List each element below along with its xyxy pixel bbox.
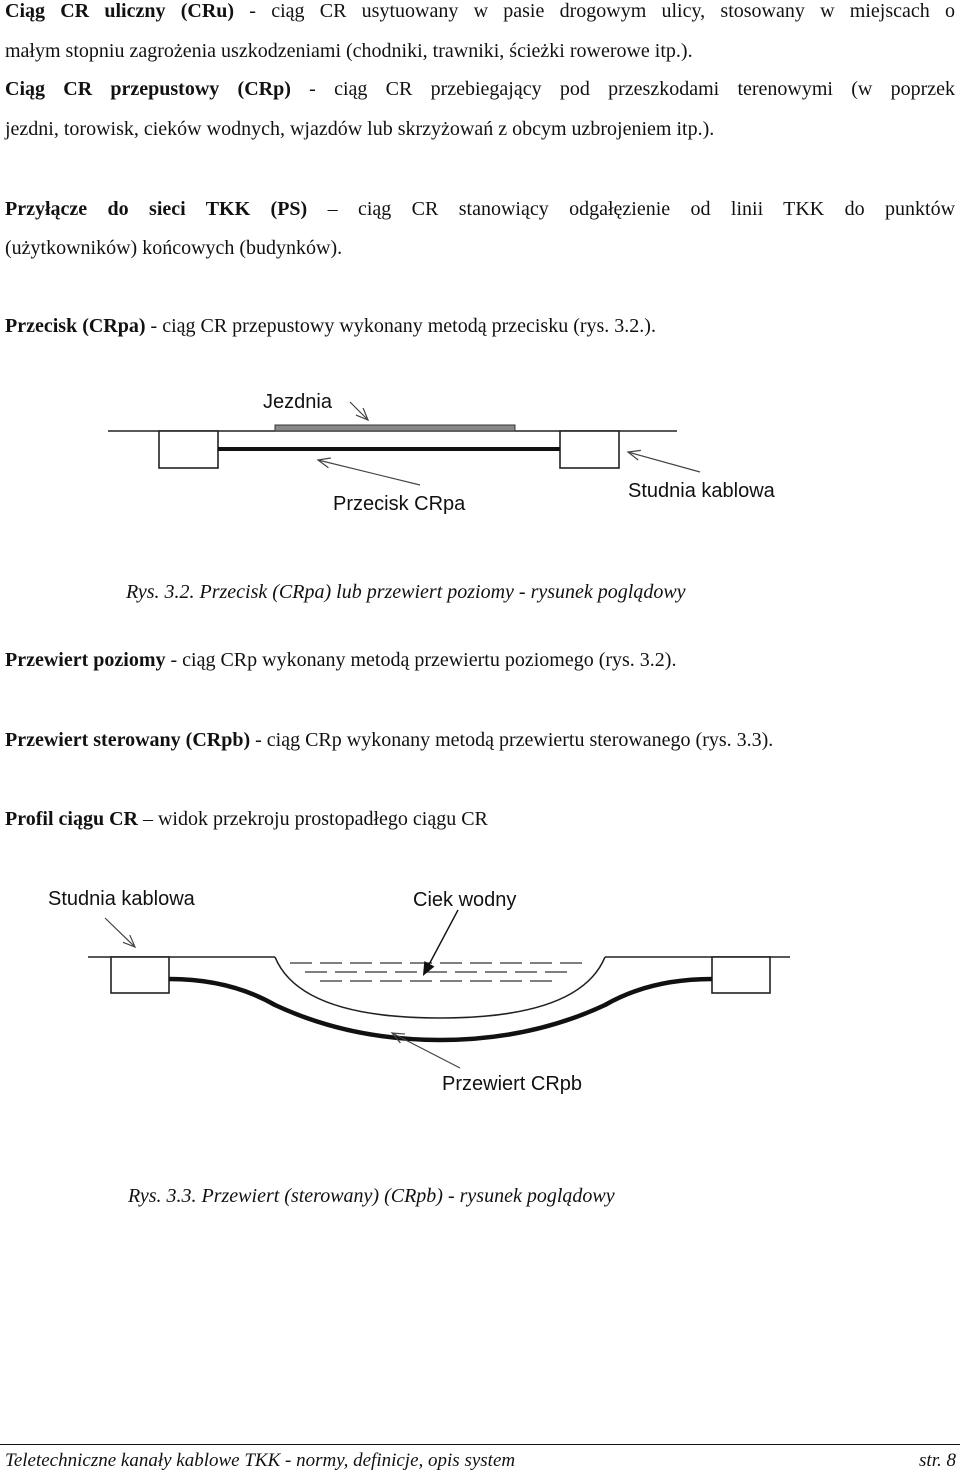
definition-przewiert-poziomy-text: - ciąg CRp wykonany metodą przewiertu po… — [165, 649, 677, 671]
water-surface — [290, 962, 582, 982]
arrow-well-2 — [104, 917, 137, 949]
cable-well-left — [158, 430, 219, 469]
term-cru: Ciąg CR uliczny (CRu) — [5, 0, 235, 22]
definition-ps: Przyłącze do sieci TKK (PS) – ciąg CR st… — [5, 190, 955, 229]
definition-profil-text: – widok przekroju prostopadłego ciągu CR — [137, 808, 488, 830]
definition-cru-text: - ciąg CR usytuowany w pasie drogowym ul… — [234, 0, 955, 22]
cable-well-left-2 — [110, 956, 170, 994]
figure-caption-3-3: Rys. 3.3. Przewiert (sterowany) (CRpb) -… — [128, 1185, 615, 1207]
cable-well-right-2 — [711, 956, 771, 994]
arrow-pipe — [316, 457, 421, 486]
definition-crp-text: - ciąg CR przebiegający pod przeszkodami… — [290, 78, 956, 100]
arrow-stream — [424, 909, 459, 974]
definition-cru: Ciąg CR uliczny (CRu) - ciąg CR usytuowa… — [5, 0, 955, 31]
definition-crpb: Przewiert sterowany (CRpb) - ciąg CRp wy… — [5, 721, 955, 760]
arrow-well — [626, 449, 701, 473]
term-ps: Przyłącze do sieci TKK (PS) — [5, 198, 308, 220]
definition-crpa-text: - ciąg CR przepustowy wykonany metodą pr… — [145, 315, 656, 337]
bore-crpb — [168, 976, 713, 1043]
label-studnia-kablowa-1: Studnia kablowa — [628, 480, 775, 502]
label-przewiert-crpb: Przewiert CRpb — [442, 1073, 583, 1095]
definition-crp-line2: jezdni, torowisk, cieków wodnych, wjazdó… — [5, 118, 715, 140]
term-profil: Profil ciągu CR — [5, 808, 138, 830]
definition-ps-text: – ciąg CR stanowiący odgałęzienie od lin… — [307, 198, 956, 220]
definition-cru-line2: małym stopniu zagrożenia uszkodzeniami (… — [5, 40, 693, 62]
definition-crp: Ciąg CR przepustowy (CRp) - ciąg CR prze… — [5, 70, 955, 109]
figure-caption-3-2: Rys. 3.2. Przecisk (CRpa) lub przewiert … — [126, 581, 686, 603]
page-number: str. 8 — [919, 1450, 956, 1471]
term-crp: Ciąg CR przepustowy (CRp) — [5, 78, 291, 100]
term-przewiert-poziomy: Przewiert poziomy — [5, 649, 166, 671]
label-studnia-kablowa-2: Studnia kablowa — [48, 888, 195, 910]
stream-bed — [274, 956, 606, 1019]
figure-przewiert-diagram — [88, 909, 790, 1069]
footer-title: Teletechniczne kanały kablowe TKK - norm… — [5, 1450, 516, 1471]
figure-przecisk-diagram — [108, 401, 701, 486]
label-jezdnia: Jezdnia — [263, 391, 332, 413]
definition-przewiert-poziomy: Przewiert poziomy - ciąg CRp wykonany me… — [5, 641, 955, 680]
definition-profil: Profil ciągu CR – widok przekroju prosto… — [5, 800, 955, 839]
road-surface — [274, 424, 516, 432]
cable-well-right — [559, 430, 620, 469]
page-footer: Teletechniczne kanały kablowe TKK - norm… — [0, 1444, 960, 1476]
footer-rule — [0, 1444, 960, 1445]
definition-crpb-text: - ciąg CRp wykonany metodą przewiertu st… — [250, 729, 774, 751]
term-crpb: Przewiert sterowany (CRpb) — [5, 729, 251, 751]
arrow-bore — [390, 1032, 461, 1069]
definition-ps-line2: (użytkowników) końcowych (budynków). — [5, 237, 343, 259]
arrow-road — [349, 401, 370, 422]
label-ciek-wodny: Ciek wodny — [413, 889, 517, 911]
label-przecisk-crpa: Przecisk CRpa — [333, 493, 466, 515]
definition-crpa: Przecisk (CRpa) - ciąg CR przepustowy wy… — [5, 307, 955, 346]
term-crpa: Przecisk (CRpa) — [5, 315, 146, 337]
